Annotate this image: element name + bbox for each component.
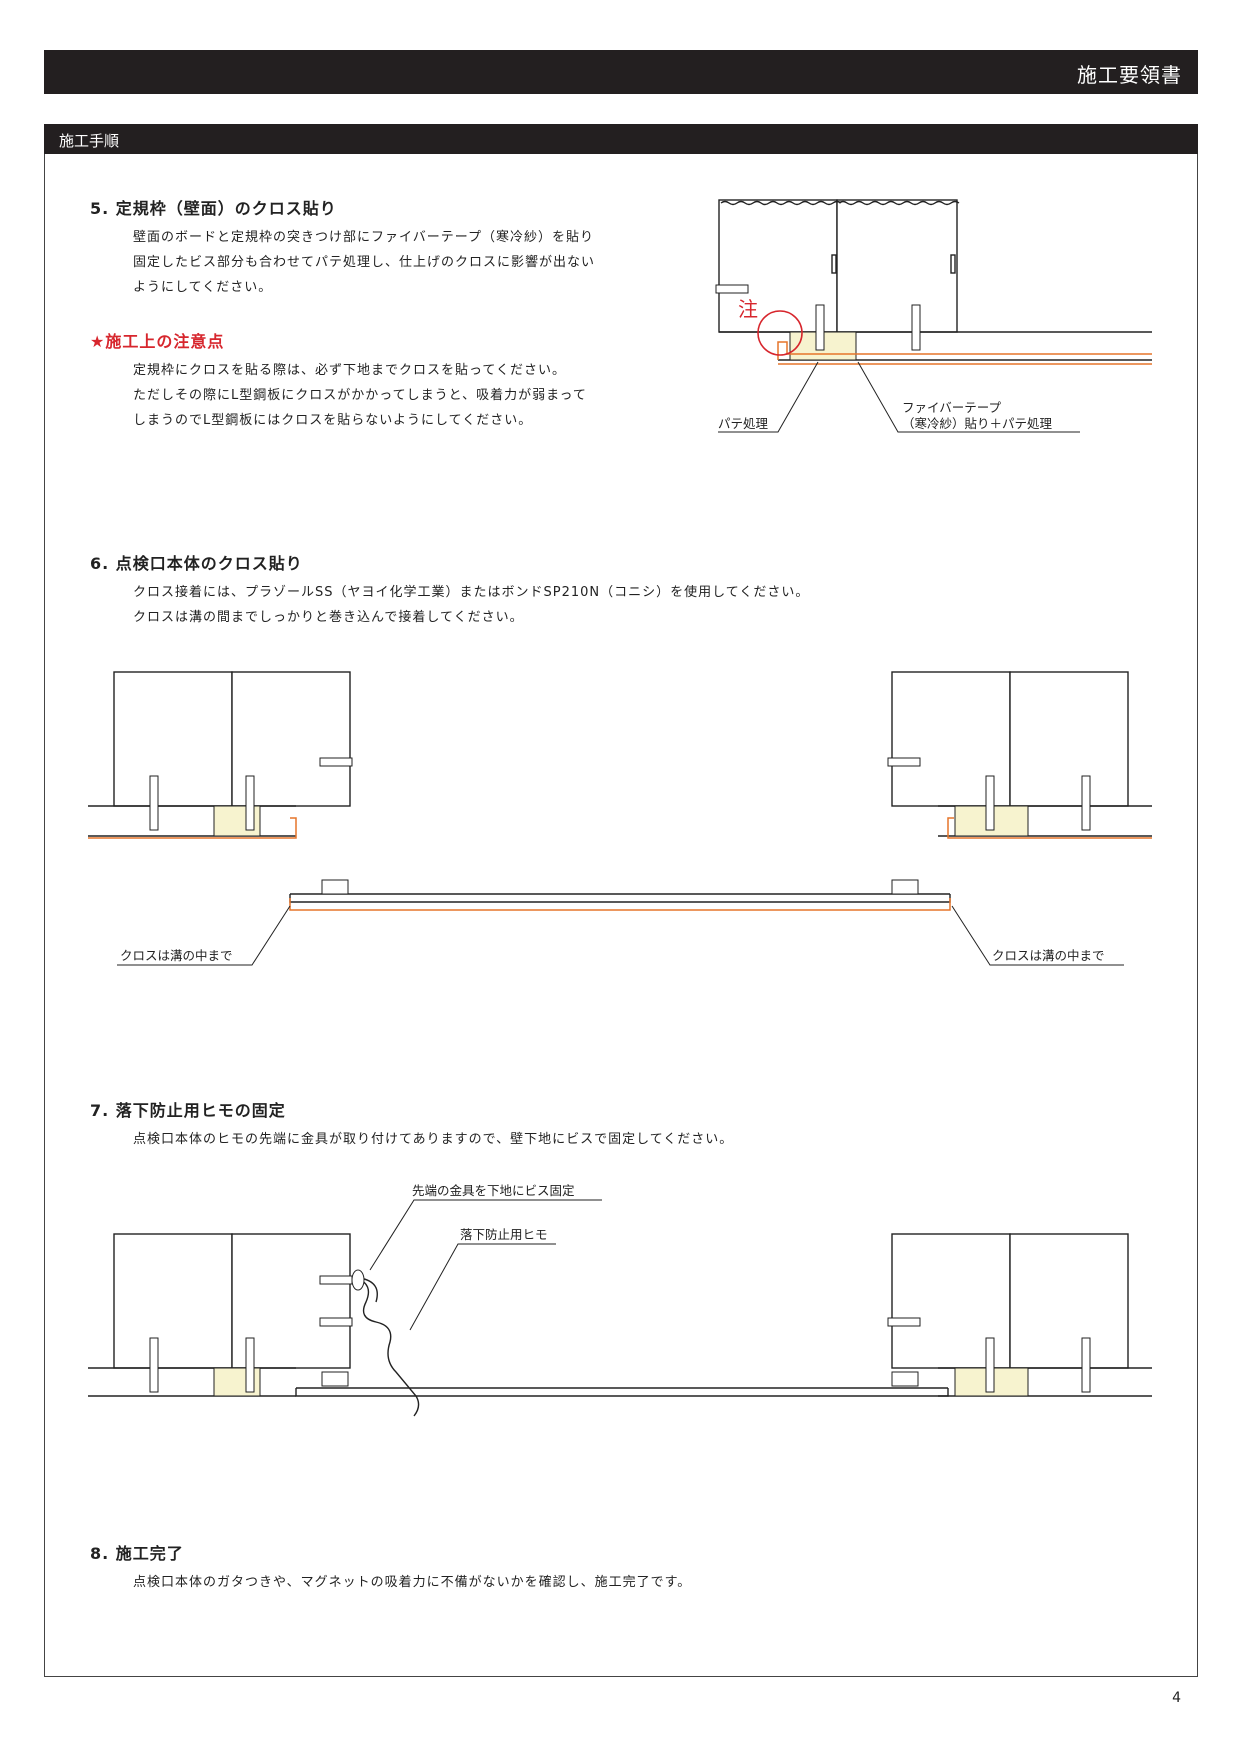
step8-title: 8. 施工完了 [90,1544,184,1563]
label-putty: パテ処理 [718,416,769,431]
document-title: 施工要領書 [1077,63,1182,87]
label-cloth-left: クロスは溝の中まで [120,948,233,963]
caution-line-2: ただしその際にL型鋼板にクロスがかかってしまうと、吸着力が弱まって [133,388,587,403]
label-cloth-right: クロスは溝の中まで [992,948,1105,963]
page-number: 4 [1172,1690,1181,1706]
step6-line-1: クロス接着には、プラゾールSS（ヤヨイ化学工業）またはボンドSP210N（コニシ… [133,585,810,600]
section-bar: 施工手順 [44,124,1198,154]
caution-line-3: しまうのでL型鋼板にはクロスを貼らないようにしてください。 [133,413,533,428]
label-fiber-1: ファイバーテープ [902,400,1002,415]
step6-line-2: クロスは溝の間までしっかりと巻き込んで接着してください。 [133,610,524,625]
content-frame [44,154,1198,1677]
note-mark: 注 [738,297,758,321]
step5-line-3: ようにしてください。 [133,280,273,295]
step5-line-1: 壁面のボードと定規枠の突きつけ部にファイバーテープ（寒冷紗）を貼り [133,230,594,245]
step5-title: 5. 定規枠（壁面）のクロス貼り [90,199,337,218]
section-title: 施工手順 [59,132,120,150]
label-fiber-2: （寒冷紗）貼り＋パテ処理 [902,416,1053,431]
step6-title: 6. 点検口本体のクロス貼り [90,554,303,573]
step7-diagram: 先端の金具を下地にビス固定 落下防止用ヒモ [88,1183,1152,1417]
step7-title: 7. 落下防止用ヒモの固定 [90,1101,286,1120]
step5-line-2: 固定したビス部分も合わせてパテ処理し、仕上げのクロスに影響が出ない [133,255,596,270]
label-cord: 落下防止用ヒモ [460,1227,548,1242]
step7-line-1: 点検口本体のヒモの先端に金具が取り付けてありますので、壁下地にビスで固定してくだ… [133,1132,734,1147]
caution-title: ★施工上の注意点 [90,332,225,351]
caution-line-1: 定規枠にクロスを貼る際は、必ず下地までクロスを貼ってください。 [133,363,566,378]
step8-line-1: 点検口本体のガタつきや、マグネットの吸着力に不備がないかを確認し、施工完了です。 [133,1575,692,1590]
step5-diagram: 注 パテ処理 ファイバーテープ （寒冷紗）貼り＋パテ処理 [715,199,1152,433]
step6-diagram: クロスは溝の中まで クロスは溝の中まで [88,671,1152,966]
header-bar: 施工要領書 [44,50,1198,94]
label-fitting: 先端の金具を下地にビス固定 [412,1183,575,1198]
